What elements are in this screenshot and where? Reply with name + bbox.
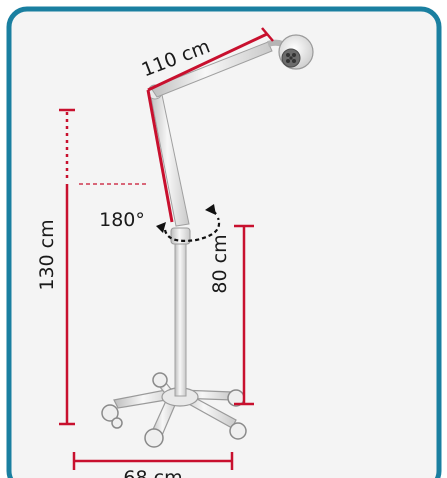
column-height-dimension [234,224,254,406]
rotation-indicator [156,204,221,242]
rotation-label: 180° [99,209,145,231]
total-height-dimension [59,108,147,426]
column-collar [170,227,191,245]
base-width-dimension [72,452,234,470]
total-height-label: 130 cm [36,219,58,290]
base-width-label: 68 cm [123,467,182,478]
upper-arm [150,41,273,98]
lamp-column [174,239,187,397]
lamp-casters [101,372,247,448]
lamp-head [278,34,314,70]
diagram-frame [6,6,442,478]
column-height-label: 80 cm [209,234,231,293]
arm-reach-dimension [146,27,274,223]
floor-lamp [101,34,314,448]
